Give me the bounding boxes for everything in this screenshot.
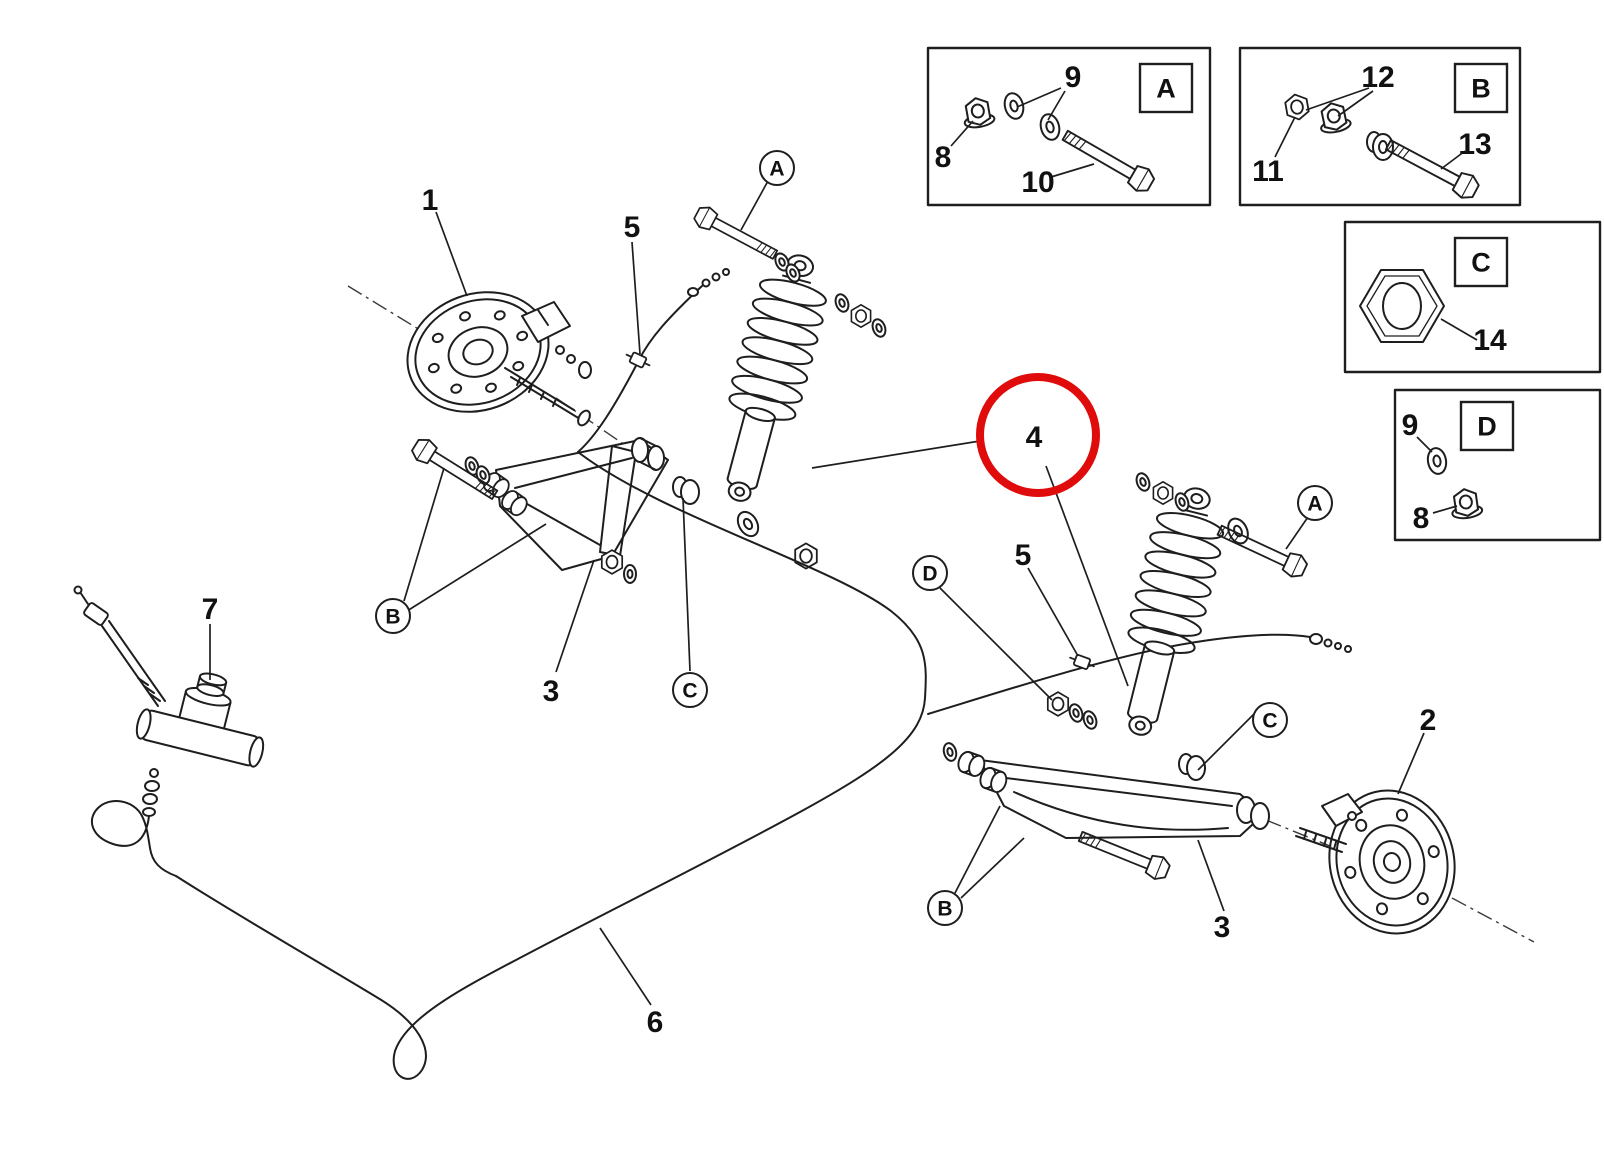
label-text: D: [922, 563, 937, 586]
label-text: 8: [935, 141, 952, 174]
label-text: A: [769, 158, 784, 181]
shock-bolt-right: [1213, 518, 1311, 582]
label-text: 3: [543, 675, 560, 708]
label-text: C: [682, 680, 697, 703]
part-label-1: 1: [422, 184, 439, 217]
callout-B: B: [1453, 62, 1509, 114]
label-text: 1: [422, 184, 439, 217]
label-text: 12: [1361, 61, 1394, 94]
callout-box-shape: [1453, 236, 1509, 288]
label-text: B: [1471, 74, 1491, 104]
part-label-11: 11: [1252, 155, 1284, 188]
master-cylinder: [73, 585, 265, 877]
part-label-6: 6: [647, 1006, 664, 1039]
label-text: D: [1477, 412, 1497, 442]
part-label-8: 8: [1413, 502, 1430, 535]
part-label-5: 5: [624, 211, 641, 244]
label-text: 5: [1015, 539, 1032, 572]
callout-C: C: [672, 672, 708, 708]
shock-absorber-left: [701, 245, 889, 570]
part-label-14: 14: [1473, 324, 1507, 357]
callout-circle-shape: [1252, 702, 1288, 738]
part-label-9: 9: [1065, 61, 1082, 94]
label-text: 11: [1252, 155, 1284, 188]
callout-C: C: [1453, 236, 1509, 288]
brake-disc-left: [389, 271, 592, 433]
part-label-8: 8: [935, 141, 952, 174]
label-text: 13: [1458, 128, 1491, 161]
detail-box-c: [1343, 220, 1602, 374]
label-text: 14: [1473, 324, 1507, 357]
label-text: B: [385, 606, 400, 629]
callout-B: B: [927, 890, 963, 926]
shock-absorber-right: [1046, 470, 1253, 745]
label-text: B: [937, 898, 952, 921]
callout-circle-shape: [375, 598, 411, 634]
shock-bolt-left: [690, 202, 804, 285]
label-text: A: [1156, 74, 1176, 104]
part-label-3: 3: [543, 675, 560, 708]
callout-D: D: [912, 555, 948, 591]
callout-box-shape: [1459, 400, 1515, 452]
part-label-10: 10: [1021, 166, 1054, 199]
label-text: 8: [1413, 502, 1430, 535]
detail-box-a: [926, 46, 1212, 207]
callout-circle-shape: [1297, 485, 1333, 521]
callout-box-shape: [1453, 62, 1509, 114]
label-text: 10: [1021, 166, 1054, 199]
label-text: 2: [1420, 704, 1437, 737]
brake-line-main: [175, 451, 927, 1080]
label-text: 7: [202, 593, 219, 626]
label-text: 3: [1214, 911, 1231, 944]
part-label-4: 4: [1026, 421, 1043, 454]
callout-circle-shape: [927, 890, 963, 926]
label-text: 5: [624, 211, 641, 244]
callout-A: A: [759, 150, 795, 186]
part-label-12: 12: [1361, 61, 1394, 94]
callout-box-shape: [1138, 62, 1194, 114]
highlight-circle: [976, 373, 1100, 497]
callout-circle-shape: [672, 672, 708, 708]
part-label-2: 2: [1420, 704, 1437, 737]
label-text: A: [1307, 493, 1322, 516]
callout-A: A: [1297, 485, 1333, 521]
centerlines: [347, 285, 1535, 943]
brake-hub-right: [1295, 776, 1471, 948]
callout-C: C: [1252, 702, 1288, 738]
part-label-7: 7: [202, 593, 219, 626]
label-text: 6: [647, 1006, 664, 1039]
control-arm-right: [940, 740, 1270, 884]
part-label-3: 3: [1214, 911, 1231, 944]
label-text: C: [1262, 710, 1277, 733]
control-arm-left: [462, 437, 700, 584]
callout-D: D: [1459, 400, 1515, 452]
brake-hose-left: [577, 268, 730, 453]
brake-hose-right: [927, 633, 1352, 715]
label-text: 9: [1065, 61, 1082, 94]
callout-circle-shape: [759, 150, 795, 186]
detail-box-b: [1238, 46, 1522, 207]
callout-B: B: [375, 598, 411, 634]
part-label-5: 5: [1015, 539, 1032, 572]
part-label-13: 13: [1458, 128, 1491, 161]
label-text: 4: [1026, 421, 1043, 454]
detail-box-d: [1393, 388, 1602, 542]
callout-circle-shape: [912, 555, 948, 591]
part-label-9: 9: [1402, 409, 1419, 442]
callout-A: A: [1138, 62, 1194, 114]
label-text: 9: [1402, 409, 1419, 442]
label-text: C: [1471, 248, 1491, 278]
leader-lines: [209, 87, 1478, 1006]
